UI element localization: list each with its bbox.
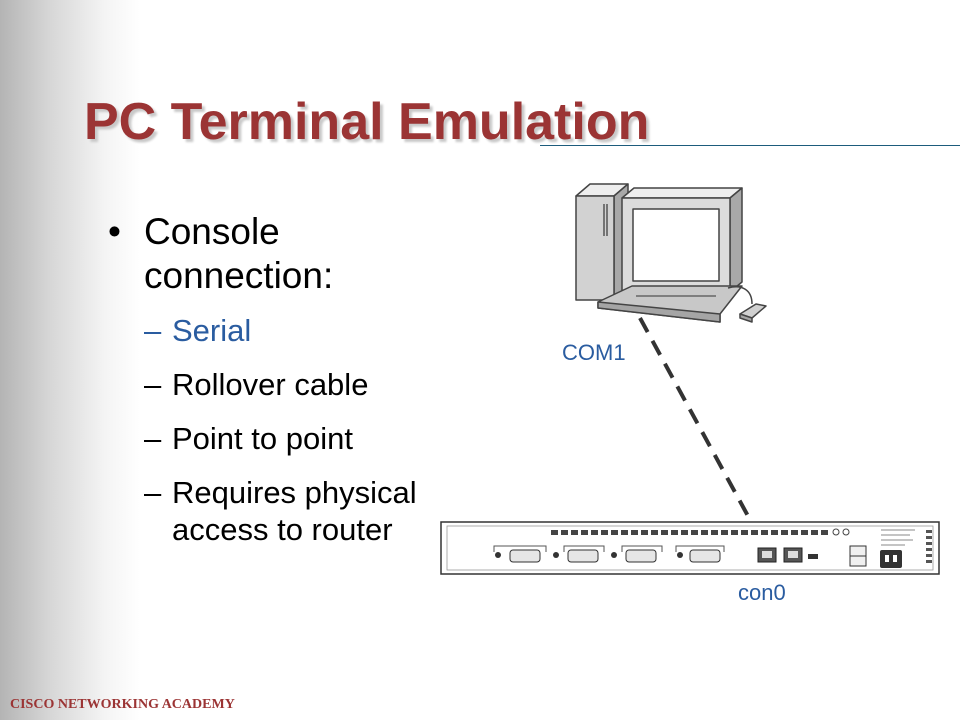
sub-item-text: Requires physical access to router xyxy=(172,475,417,547)
pc-computer-icon xyxy=(575,183,767,323)
sub-item-point-to-point: – Point to point xyxy=(144,420,472,457)
bullet-text: Console connection: xyxy=(144,211,334,296)
sub-list: – Serial – Rollover cable – Point to poi… xyxy=(144,312,444,548)
dash-marker: – xyxy=(144,475,162,510)
dash-marker: – xyxy=(144,421,162,456)
dash-marker: – xyxy=(144,367,162,402)
sub-item-text: Rollover cable xyxy=(172,367,369,402)
bullet-console-connection: • Console connection: – Serial – Rollove… xyxy=(108,210,444,548)
dash-marker: – xyxy=(144,313,162,348)
left-gradient-band xyxy=(0,0,140,720)
bullet-list: • Console connection: – Serial – Rollove… xyxy=(108,210,444,565)
rollover-cable-line xyxy=(638,317,762,539)
slide-title: PC Terminal Emulation xyxy=(84,93,650,151)
router-device-icon xyxy=(440,521,940,575)
footer-brand: CISCO NETWORKING ACADEMY xyxy=(10,697,235,712)
title-rule xyxy=(540,145,960,146)
sub-item-serial: – Serial xyxy=(144,312,472,349)
bullet-marker: • xyxy=(108,211,121,252)
sub-item-text: Point to point xyxy=(172,421,353,456)
sub-item-rollover-cable: – Rollover cable xyxy=(144,366,472,403)
sub-item-text: Serial xyxy=(172,313,252,348)
label-con0: con0 xyxy=(738,580,786,605)
sub-item-requires-physical-access: – Requires physical access to router xyxy=(144,474,472,548)
label-com1: COM1 xyxy=(562,340,626,365)
